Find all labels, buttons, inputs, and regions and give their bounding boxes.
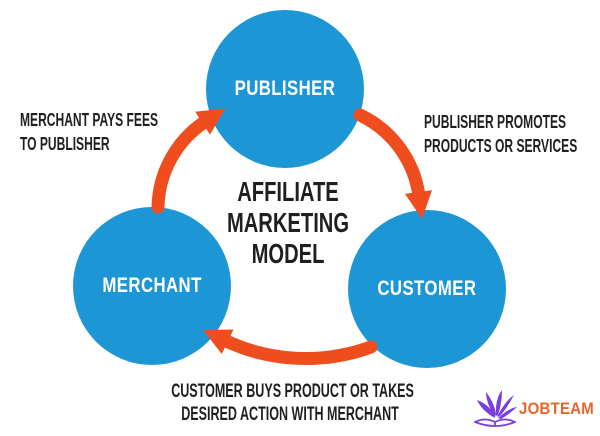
label-publisher-promotes-line-1: PUBLISHER PROMOTES (424, 112, 567, 132)
arrow-publisher-to-customer (353, 108, 432, 220)
label-merchant-pays-fees-line-1: MERCHANT PAYS FEES (20, 110, 159, 130)
label-merchant-pays-fees: MERCHANT PAYS FEES TO PUBLISHER (20, 108, 158, 156)
diagram-title: AFFILIATE MARKETING MODEL (212, 176, 365, 269)
node-merchant: MERCHANT (73, 207, 231, 365)
node-customer-label: CUSTOMER (377, 277, 477, 300)
label-customer-buys-line-2: DESIRED ACTION WITH MERCHANT (181, 404, 399, 425)
node-publisher: PUBLISHER (206, 10, 364, 168)
node-publisher-label: PUBLISHER (234, 77, 336, 100)
jobteam-logo-text: JOBTEAM (519, 399, 594, 418)
jobteam-logo: JOBTEAM (472, 382, 600, 430)
diagram-title-line-2: MARKETING (226, 207, 350, 238)
diagram-title-line-1: AFFILIATE (237, 176, 339, 207)
node-customer: CUSTOMER (348, 210, 506, 368)
label-merchant-pays-fees-line-2: TO PUBLISHER (20, 134, 110, 154)
book-feather-icon (474, 390, 517, 427)
label-customer-buys: CUSTOMER BUYS PRODUCT OR TAKES DESIRED A… (171, 380, 414, 426)
arrow-merchant-to-publisher (151, 108, 226, 214)
node-merchant-label: MERCHANT (102, 274, 202, 297)
label-publisher-promotes-line-2: PRODUCTS OR SERVICES (424, 136, 578, 156)
diagram-title-line-3: MODEL (251, 238, 325, 269)
label-publisher-promotes: PUBLISHER PROMOTES PRODUCTS OR SERVICES (424, 110, 577, 158)
label-customer-buys-line-1: CUSTOMER BUYS PRODUCT OR TAKES (171, 381, 414, 402)
arrow-customer-to-merchant (203, 329, 378, 366)
